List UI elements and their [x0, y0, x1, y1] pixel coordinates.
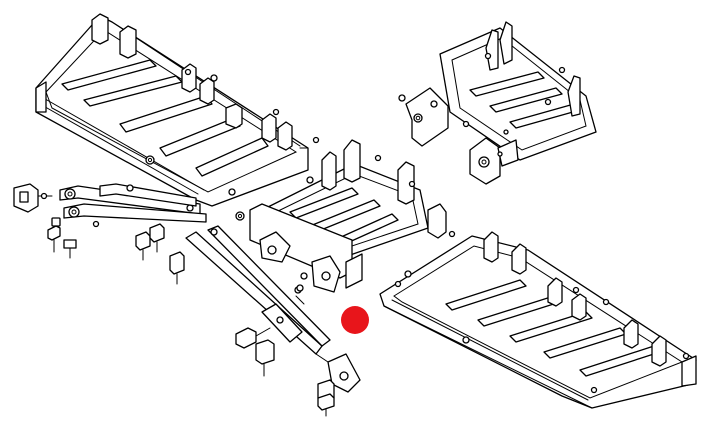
red-marker-dot: [341, 306, 369, 334]
right-wing-frame: [379, 231, 697, 409]
left-wing-frame: [35, 13, 320, 207]
top-right-frame: [398, 21, 597, 185]
center-subframe: [235, 139, 456, 305]
left-link-arms: [13, 183, 207, 285]
lower-link-arms: [185, 225, 361, 417]
